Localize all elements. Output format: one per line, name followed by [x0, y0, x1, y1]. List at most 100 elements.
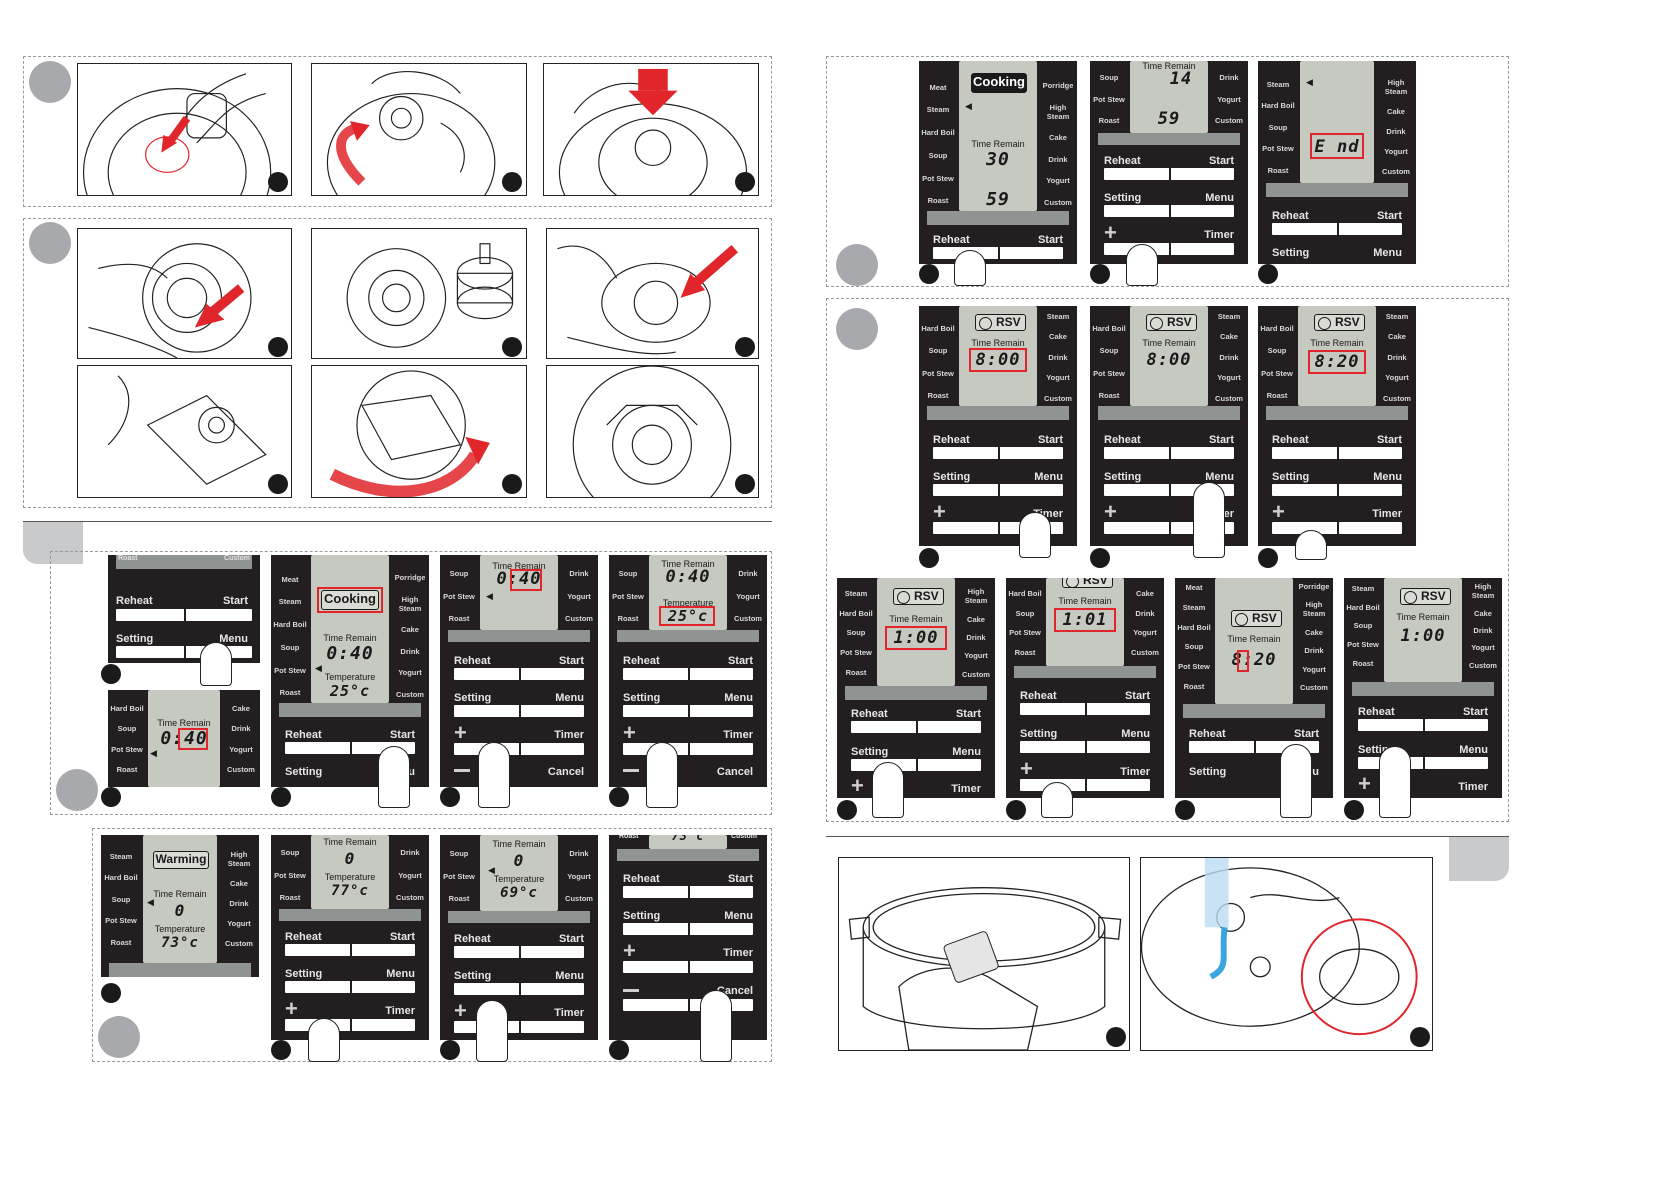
panel-text: 8:00 — [1146, 350, 1192, 370]
plus-timer-buttons[interactable] — [1104, 243, 1234, 255]
setting-menu-buttons[interactable] — [851, 759, 981, 771]
panel-text: 14 — [1169, 69, 1193, 89]
setting-menu-buttons[interactable] — [454, 983, 584, 995]
program-label: Soup — [111, 894, 131, 904]
panel-text: Time Remain — [492, 561, 546, 571]
setting-menu-buttons[interactable] — [454, 705, 584, 717]
reheat-start-buttons[interactable] — [1272, 447, 1402, 459]
plus-icon: + — [454, 720, 467, 745]
panel-text: 25°c — [667, 607, 709, 625]
step-dot — [101, 664, 121, 684]
plus-timer-buttons[interactable] — [623, 743, 753, 755]
pressing-finger — [1019, 512, 1051, 558]
program-label: Drink — [1386, 127, 1406, 136]
reheat-start-buttons[interactable] — [1272, 223, 1402, 235]
program-label: Soup — [280, 642, 300, 652]
step-dot — [268, 337, 288, 357]
setting-menu-buttons[interactable] — [933, 484, 1063, 496]
panel-text: 0 — [344, 849, 356, 868]
highlight-box — [1308, 350, 1366, 374]
pressing-finger — [872, 762, 904, 818]
panel-text: Reheat — [1189, 728, 1226, 740]
lcd-screen — [617, 849, 759, 861]
reheat-start-buttons[interactable] — [1358, 719, 1488, 731]
illustration-panel — [311, 365, 527, 498]
plus-timer-buttons[interactable] — [1272, 522, 1402, 534]
plus-timer-buttons[interactable] — [1020, 779, 1150, 791]
program-label: Cake — [1136, 588, 1154, 598]
panel-text: Menu — [1373, 247, 1402, 259]
program-label: Roast — [116, 765, 138, 775]
panel-text: Timer — [951, 783, 981, 795]
reheat-start-buttons[interactable] — [851, 721, 981, 733]
rsv-badge: RSV — [975, 314, 1026, 331]
program-label: High Steam — [1046, 102, 1070, 121]
setting-menu-buttons[interactable] — [1272, 484, 1402, 496]
panel-text: Reheat — [1020, 690, 1057, 702]
program-label: Roast — [279, 892, 301, 902]
plus-icon: + — [851, 773, 864, 798]
setting-menu-buttons[interactable] — [623, 705, 753, 717]
lcd-screen — [617, 630, 759, 642]
reheat-start-buttons[interactable] — [933, 447, 1063, 459]
setting-menu-buttons[interactable] — [285, 981, 415, 993]
reheat-start-buttons[interactable] — [1020, 703, 1150, 715]
panel-text: 69°c — [500, 885, 538, 901]
plus-icon: + — [1104, 499, 1117, 524]
setting-menu-buttons[interactable] — [1358, 757, 1488, 769]
pressing-finger — [1280, 744, 1312, 818]
program-label: Custom — [1215, 115, 1243, 125]
pressing-finger — [478, 742, 510, 808]
reheat-start-buttons[interactable] — [454, 946, 584, 958]
program-label: Custom — [1300, 683, 1328, 693]
plus-timer-buttons[interactable] — [285, 1019, 415, 1031]
reheat-start-buttons[interactable] — [1104, 447, 1234, 459]
plus-timer-buttons[interactable] — [623, 961, 753, 973]
reheat-start-buttons[interactable] — [285, 944, 415, 956]
minus-cancel-buttons[interactable] — [623, 999, 753, 1011]
step-dot — [1090, 264, 1110, 284]
program-label: Pot Stew — [1261, 368, 1293, 378]
section-warming — [92, 828, 772, 1062]
program-label: Yogurt — [567, 871, 591, 881]
program-label: Hard Boil — [1346, 602, 1380, 612]
step-dot — [1258, 264, 1278, 284]
setting-menu-buttons[interactable] — [1104, 205, 1234, 217]
panel-text: 8:20 — [1314, 352, 1360, 372]
program-label: Soup — [846, 628, 866, 638]
reheat-start-buttons[interactable] — [116, 609, 252, 621]
reheat-start-buttons[interactable] — [1104, 168, 1234, 180]
program-label: Pot Stew — [274, 665, 306, 675]
program-label: Soup — [1353, 621, 1373, 631]
program-label: Drink — [400, 848, 420, 858]
step-dot — [440, 787, 460, 807]
plus-timer-buttons[interactable] — [454, 743, 584, 755]
program-label: Yogurt — [1471, 643, 1495, 653]
step-circle — [836, 308, 878, 350]
setting-menu-buttons[interactable] — [623, 923, 753, 935]
time-remain-label: Time Remain — [157, 718, 211, 728]
plus-timer-buttons[interactable] — [454, 1021, 584, 1033]
program-label: Custom — [565, 894, 593, 904]
selector-arrow-icon: ◀ — [1306, 77, 1313, 87]
panel-text: Time Remain — [1142, 338, 1196, 348]
reheat-start-buttons[interactable] — [623, 886, 753, 898]
pressing-finger — [378, 746, 410, 808]
reheat-start-buttons[interactable] — [454, 668, 584, 680]
program-label: Drink — [229, 899, 249, 908]
reheat-start-buttons[interactable] — [623, 668, 753, 680]
setting-menu-buttons[interactable] — [1020, 741, 1150, 753]
program-label: Cake — [1305, 627, 1323, 637]
program-label: Roast — [617, 614, 639, 624]
program-label: Roast — [1352, 659, 1374, 669]
panel-text: 1:00 — [893, 628, 939, 648]
lcd-screen — [148, 690, 220, 787]
program-label: Hard Boil — [1260, 323, 1294, 333]
panel-text: Time Remain — [971, 139, 1025, 149]
program-label: Custom — [396, 892, 424, 902]
program-label: Hard Boil — [921, 128, 955, 138]
step-dot — [440, 1040, 460, 1060]
reheat-start-buttons[interactable] — [933, 247, 1063, 259]
